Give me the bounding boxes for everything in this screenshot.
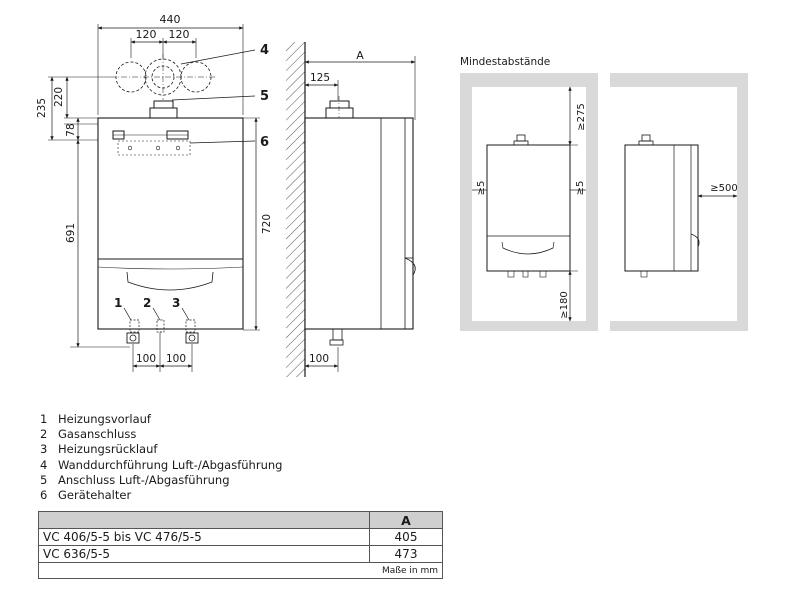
- legend-text: Anschluss Luft-/Abgasführung: [58, 472, 230, 487]
- legend-text: Gasanschluss: [58, 427, 137, 442]
- connection-label-1: 1: [114, 296, 122, 310]
- clearance-left-label: ≥5: [476, 181, 487, 196]
- legend-item: 2 Gasanschluss: [40, 427, 282, 442]
- table-header-row: A: [38, 511, 443, 529]
- dim-pitch-right-label: 120: [169, 28, 190, 41]
- legend-item: 6 Gerätehalter: [40, 488, 282, 503]
- table-cell-value: 473: [369, 545, 443, 563]
- dim-125-label: 125: [310, 72, 330, 84]
- clearance-front-label: ≥500: [710, 183, 737, 194]
- dimension-table: A VC 406/5-5 bis VC 476/5-5 405 VC 636/5…: [38, 511, 443, 579]
- table-header-cell: [38, 511, 370, 529]
- legend-number: 4: [40, 457, 48, 472]
- clearance-top-label: ≥275: [576, 103, 587, 130]
- dim-depth-A-label: A: [356, 49, 364, 62]
- unit-note: Maße in mm: [38, 562, 443, 579]
- clearance-right-label: ≥5: [575, 181, 586, 196]
- legend-number: 3: [40, 442, 48, 457]
- dim-width-label: 440: [160, 13, 181, 26]
- table-row: VC 636/5-5 473: [38, 545, 443, 563]
- callout-5: 5: [260, 89, 269, 104]
- legend-item: 3 Heizungsrücklauf: [40, 442, 282, 457]
- front-view: [48, 24, 260, 372]
- clearance-front-panel: [460, 73, 598, 331]
- legend-item: 1 Heizungsvorlauf: [40, 412, 282, 427]
- table-row: VC 406/5-5 bis VC 476/5-5 405: [38, 528, 443, 546]
- legend-item: 5 Anschluss Luft-/Abgasführung: [40, 473, 282, 488]
- dim-691-label: 691: [65, 223, 77, 243]
- legend-text: Wanddurchführung Luft-/Abgasführung: [58, 457, 283, 472]
- dim-100-side-label: 100: [309, 353, 329, 365]
- clearances-title: Mindestabstände: [460, 56, 550, 68]
- legend-list: 1 Heizungsvorlauf 2 Gasanschluss 3 Heizungs…: [40, 412, 282, 503]
- legend-number: 6: [40, 488, 48, 503]
- connection-label-2: 2: [143, 296, 151, 310]
- legend-number: 2: [40, 427, 48, 442]
- dim-720-label: 720: [261, 214, 273, 234]
- dim-78-label: 78: [65, 123, 77, 136]
- table-header-cell-A: A: [369, 511, 443, 529]
- table-cell-value: 405: [369, 528, 443, 546]
- dim-pitch-left-label: 120: [136, 28, 157, 41]
- legend-text: Gerätehalter: [58, 488, 132, 503]
- legend-item: 4 Wanddurchführung Luft-/Abgasführung: [40, 458, 282, 473]
- connection-label-3: 3: [172, 296, 180, 310]
- side-view: [286, 42, 416, 377]
- table-cell-model: VC 406/5-5 bis VC 476/5-5: [38, 528, 370, 546]
- legend-number: 5: [40, 472, 48, 487]
- clearance-side-panel: [610, 73, 748, 331]
- legend-text: Heizungsrücklauf: [58, 442, 158, 457]
- table-unit-row: Maße in mm: [38, 562, 443, 579]
- legend-text: Heizungsvorlauf: [58, 412, 151, 426]
- callout-6: 6: [260, 135, 269, 150]
- dim-100-left-label: 100: [136, 353, 156, 365]
- dim-100-right-label: 100: [166, 353, 186, 365]
- table-cell-model: VC 636/5-5: [38, 545, 370, 563]
- clearance-bottom-label: ≥180: [559, 291, 570, 318]
- legend-number: 1: [40, 412, 48, 426]
- dim-235-label: 235: [36, 98, 48, 118]
- callout-4: 4: [260, 43, 269, 58]
- dim-220-label: 220: [53, 87, 65, 107]
